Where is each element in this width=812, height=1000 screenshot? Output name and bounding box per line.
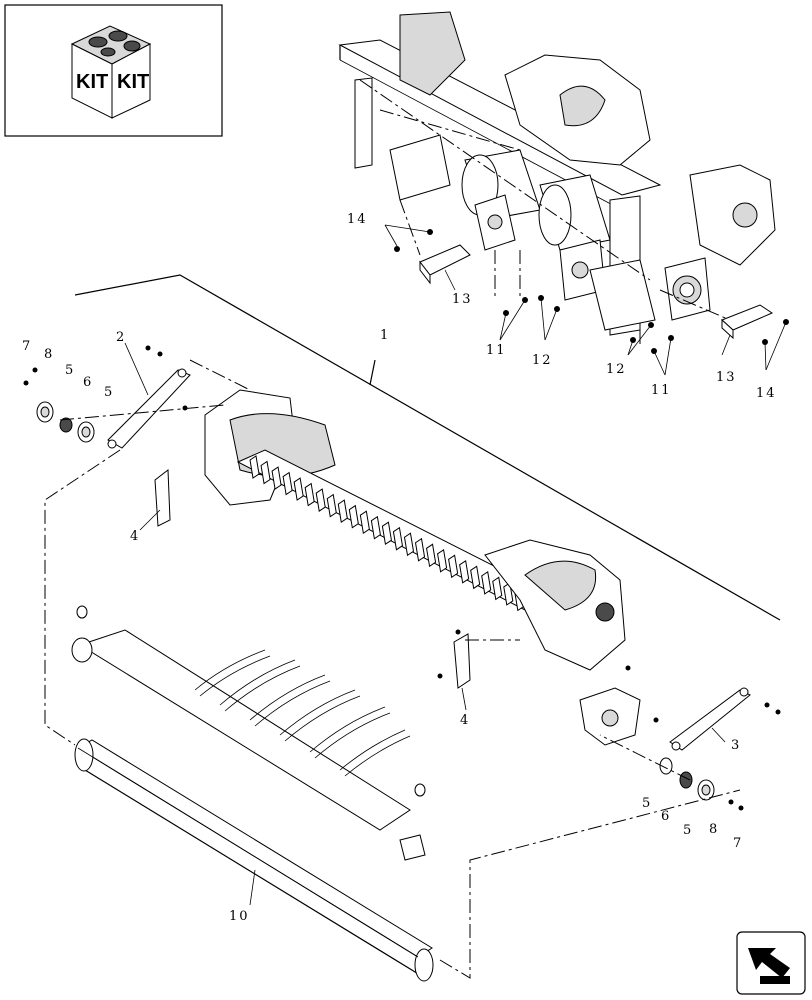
callout-2: 2 (116, 330, 126, 345)
callout-6-right: 6 (661, 809, 671, 824)
stripper-pan (71, 605, 426, 861)
callout-5-right-inner: 5 (642, 796, 652, 811)
next-page-arrow-icon[interactable] (736, 931, 806, 995)
tine (326, 493, 337, 518)
tine-row (249, 455, 580, 639)
callout-labels: 1 2 3 4 4 5 5 5 5 6 6 7 7 8 8 10 11 11 1… (22, 212, 777, 924)
callout-5-left-inner: 5 (104, 385, 114, 400)
kit-label-right: KIT (117, 71, 149, 93)
callout-3: 3 (731, 738, 741, 753)
callout-8-left: 8 (44, 347, 54, 362)
leader-lines (124, 224, 787, 906)
tine (359, 510, 370, 535)
tine (403, 532, 415, 557)
upper-frame-assembly (338, 11, 776, 345)
callout-5-right-outer: 5 (683, 823, 693, 838)
tine (337, 499, 348, 523)
callout-11-right: 11 (651, 383, 672, 398)
kit-label-left: KIT (76, 71, 108, 93)
callout-4-right: 4 (460, 713, 470, 728)
tine (481, 571, 492, 595)
tine (437, 548, 448, 573)
kit-badge: KIT KIT (4, 4, 223, 137)
tine (381, 521, 392, 546)
tine (492, 576, 503, 601)
tine (414, 537, 426, 562)
callout-14-right: 14 (756, 386, 777, 401)
bracket-13-left (419, 244, 471, 285)
roller-tube (74, 738, 434, 982)
callout-10: 10 (229, 909, 250, 924)
callout-7-left: 7 (22, 339, 32, 354)
callout-13-right: 13 (716, 370, 737, 385)
callout-13-left: 13 (452, 292, 473, 307)
callout-4-left: 4 (130, 529, 140, 544)
tine (282, 471, 293, 496)
bracket-13-right (721, 304, 774, 340)
callout-6-left: 6 (83, 375, 93, 390)
tine (470, 565, 481, 590)
tine (426, 543, 437, 568)
hardware-bolts (394, 229, 789, 354)
callout-12-right: 12 (606, 362, 627, 377)
callout-8-right: 8 (709, 822, 719, 837)
callout-1: 1 (380, 328, 390, 343)
tine (448, 554, 459, 579)
tine (348, 504, 359, 529)
tine (459, 559, 470, 584)
callout-14-left: 14 (347, 212, 368, 227)
callout-11-left: 11 (486, 343, 507, 358)
tine (304, 482, 315, 507)
tine (392, 526, 403, 551)
tine (249, 455, 260, 479)
tine (271, 466, 282, 490)
kit-box-icon: KIT KIT (70, 25, 152, 119)
tine (293, 477, 304, 501)
callout-5-left-outer: 5 (65, 363, 75, 378)
callout-7-right: 7 (733, 836, 743, 851)
tine (315, 488, 326, 512)
tine (260, 460, 271, 485)
tine (370, 515, 381, 540)
callout-12-left: 12 (532, 353, 553, 368)
pickup-reel-assembly (23, 345, 781, 811)
